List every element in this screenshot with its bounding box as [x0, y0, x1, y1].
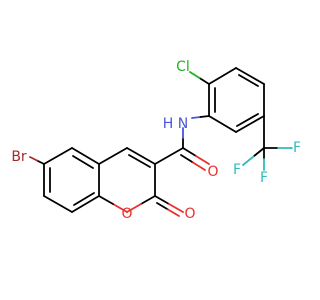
- bond: [140, 195, 156, 205]
- bond: [128, 154, 151, 168]
- structure-svg: BrO O O NH ClF F F: [11, 59, 300, 222]
- amide-oxygen-label: O: [207, 164, 218, 180]
- ring-oxygen-label: O: [121, 206, 132, 222]
- bond: [43, 147, 73, 165]
- bond: [126, 147, 156, 165]
- bond: [71, 147, 100, 165]
- bond: [238, 74, 259, 87]
- bond: [154, 147, 184, 165]
- bond: [192, 161, 206, 171]
- bond: [29, 156, 38, 162]
- bond: [236, 113, 259, 127]
- chlorine-label: Cl: [176, 59, 190, 75]
- bond: [98, 195, 114, 205]
- bond: [235, 115, 265, 133]
- bond: [198, 77, 210, 85]
- bond: [167, 208, 180, 217]
- carbonyl-oxygen-label: O: [184, 206, 195, 222]
- bond: [191, 116, 202, 119]
- amide-nitrogen-label: N: [178, 116, 188, 132]
- bond: [252, 147, 265, 158]
- bond: [182, 147, 197, 157]
- bond: [43, 195, 73, 213]
- bond: [98, 147, 128, 165]
- bond: [156, 202, 169, 211]
- bond: [73, 192, 95, 206]
- bond: [154, 195, 170, 205]
- amide-hydrogen-label: H: [163, 116, 174, 132]
- fluorine-label: F: [233, 162, 241, 178]
- bromine-label: Br: [11, 149, 27, 165]
- bond: [242, 155, 255, 166]
- bond: [180, 154, 194, 164]
- bond: [235, 67, 265, 85]
- fluorine-label: F: [293, 140, 300, 156]
- bond: [208, 115, 237, 133]
- bond: [36, 159, 45, 165]
- bond: [195, 155, 210, 165]
- bond: [168, 203, 184, 213]
- bond: [189, 71, 201, 79]
- bond: [112, 203, 128, 213]
- bond: [71, 195, 100, 213]
- fluorine-label: F: [260, 170, 268, 186]
- bond: [208, 67, 237, 85]
- bond: [199, 115, 210, 118]
- bond: [126, 203, 142, 213]
- bond: [72, 155, 94, 169]
